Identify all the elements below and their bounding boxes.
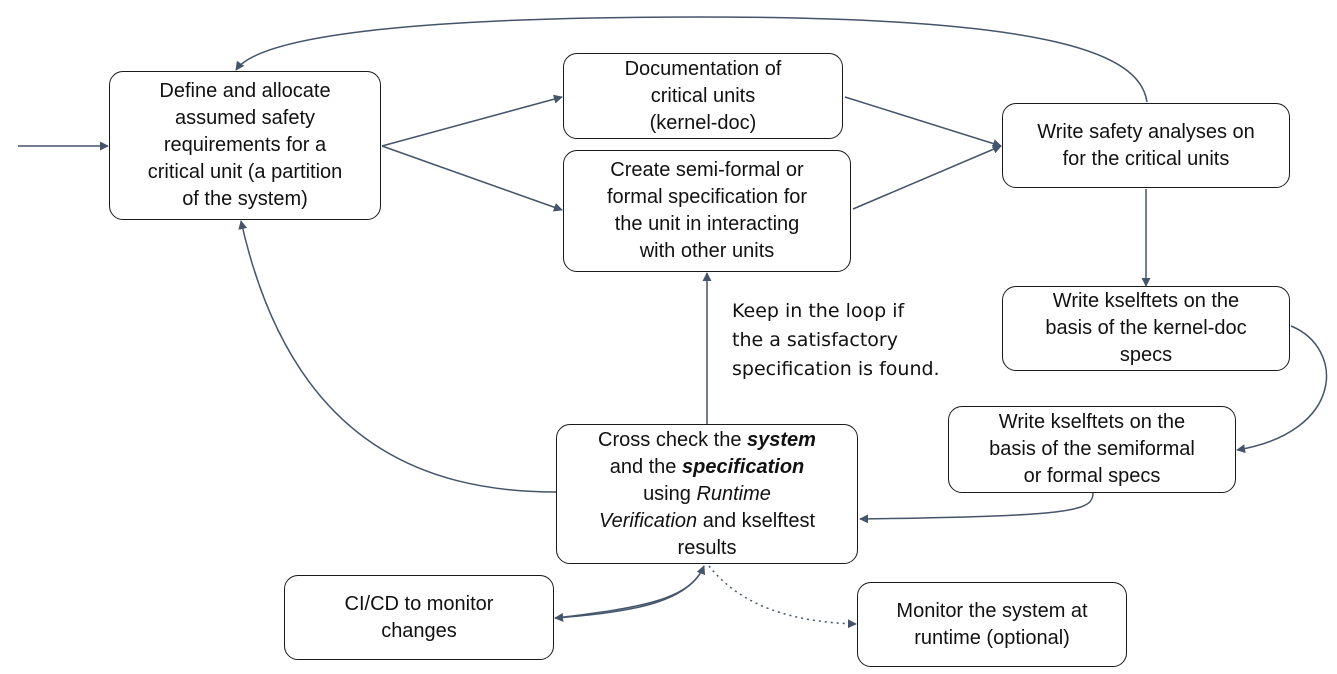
define-requirements-box: Define and allocate assumed safety requi… [109,71,381,220]
runtime-monitor-label: Monitor the system at runtime (optional) [896,599,1088,649]
cross-check-text-5: results [677,536,737,559]
cross-check-text-3: using [643,482,697,505]
safety-analyses-label: Write safety analyses on for the critica… [1037,120,1255,170]
arrow-crosscheck-to-monitor [708,565,857,629]
cicd-label: CI/CD to monitor changes [344,592,494,642]
specification-box: Create semi-formal or formal specificati… [563,150,851,272]
cross-check-system: system [747,428,816,451]
arrow-define-to-specification [381,145,563,212]
kselftest-kerneldoc-box: Write kselftets on the basis of the kern… [1002,286,1290,371]
runtime-monitor-box: Monitor the system at runtime (optional) [857,582,1127,667]
arrow-define-to-documentation [381,94,563,147]
cross-check-box: Cross check the system and the specifica… [556,424,858,564]
kselftest-formal-box: Write kselftets on the basis of the semi… [948,406,1236,493]
documentation-box: Documentation of critical units (kernel-… [563,53,843,139]
cross-check-text-2: and the [609,455,682,478]
arrow-safety-to-define-loop [235,16,1148,103]
arrow-specification-to-safety [852,145,1002,210]
define-requirements-label: Define and allocate assumed safety requi… [147,80,343,210]
arrow-kselftest-kdoc-to-formal [1236,325,1328,454]
arrow-kselftest-formal-to-crosscheck [859,492,1094,524]
cross-check-verification: Verification [598,509,698,532]
cicd-box: CI/CD to monitor changes [284,575,554,660]
kselftest-formal-label: Write kselftets on the basis of the semi… [989,411,1195,487]
cross-check-label: Cross check the system and the specifica… [598,427,816,562]
cross-check-runtime: Runtime [696,482,771,505]
kselftest-kerneldoc-label: Write kselftets on the basis of the kern… [1045,290,1247,366]
cross-check-specification: specification [682,455,805,478]
arrow-cicd-to-crosscheck [554,565,706,619]
arrow-documentation-to-safety [844,96,1002,148]
documentation-label: Documentation of critical units (kernel-… [624,57,782,134]
specification-label: Create semi-formal or formal specificati… [606,159,808,262]
cross-check-text-4: and kselftest [697,509,816,532]
loop-note: Keep in the loop if the a satisfactory s… [732,300,940,380]
arrow-crosscheck-to-define [238,220,557,493]
safety-analyses-box: Write safety analyses on for the critica… [1002,103,1290,188]
cross-check-text-1: Cross check the [598,428,747,451]
arrow-crosscheck-to-cicd [554,565,705,622]
